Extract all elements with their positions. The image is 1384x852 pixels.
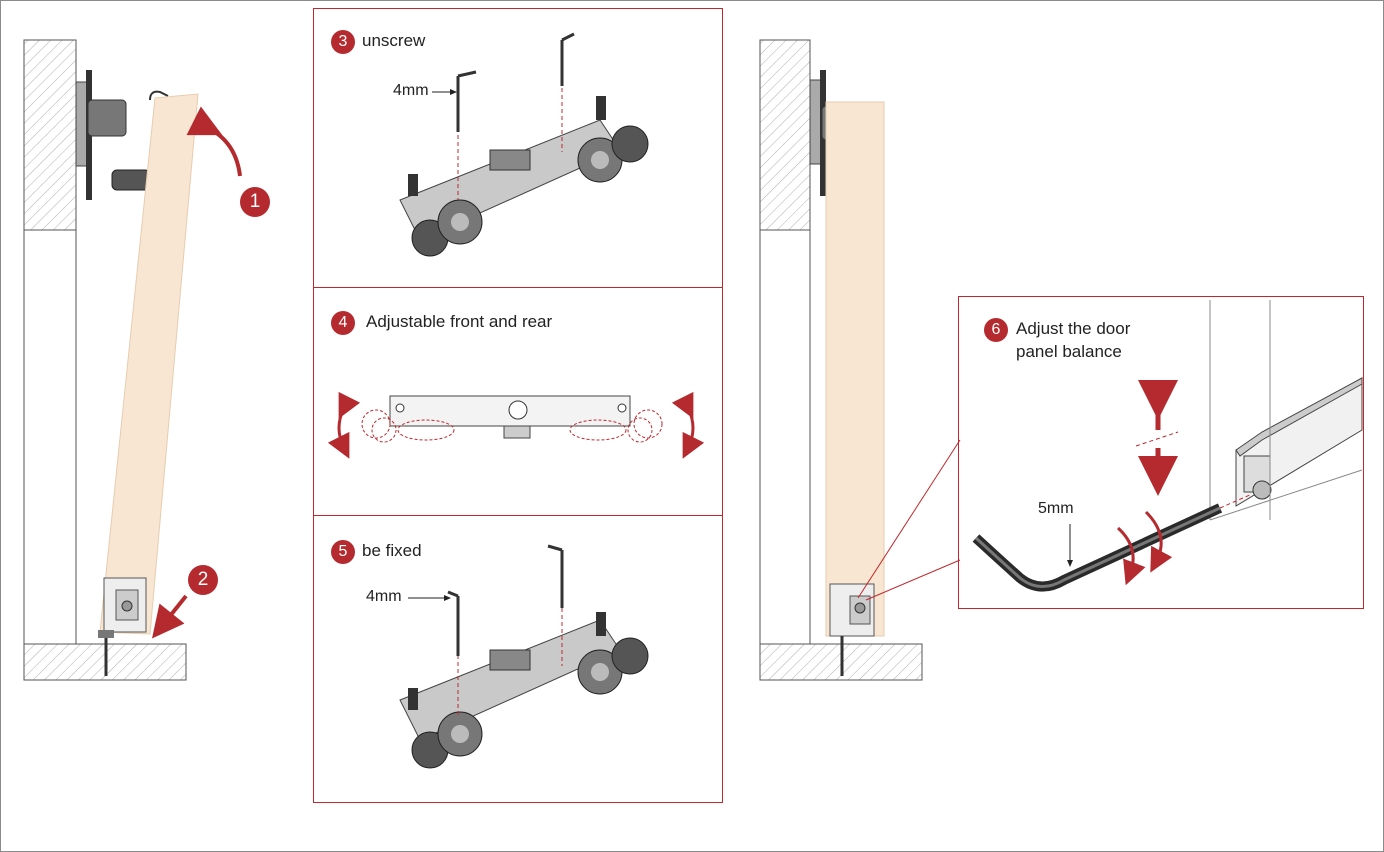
rotate-arrow [186,106,242,177]
roller-assembly-4 [327,391,705,459]
step-6-label-line2: panel balance [1016,342,1122,361]
step-5-label: be fixed [362,541,422,560]
bottom-guide [98,577,147,676]
step-5-badge: 5 [331,540,355,564]
height-arrow [1135,380,1179,496]
step-6-dimension: 5mm [1038,500,1074,517]
step-3-label: unscrew [362,31,426,50]
roller-assembly-5 [399,544,649,769]
panel-fixed [313,515,723,803]
insert-arrow [152,594,188,639]
step-1-badge: 1 [240,187,270,217]
track-profile-6 [1209,300,1363,521]
step-4-badge: 4 [331,311,355,335]
step-5-dimension: 4mm [366,588,402,605]
door-panel-tilted [99,93,199,635]
roller-assembly-3 [399,32,649,257]
step-3-dimension: 4mm [393,82,429,99]
step-6-label-line1: Adjust the door [1016,319,1131,338]
step-4-label: Adjustable front and rear [366,312,553,331]
step-6-badge: 6 [984,318,1008,342]
right-bottom-guide [829,583,875,676]
panel-balance [958,296,1364,609]
door-panel-upright [825,101,885,637]
step-2-badge: 2 [188,565,218,595]
step-3-badge: 3 [331,30,355,54]
hex-key-5mm [972,493,1253,592]
